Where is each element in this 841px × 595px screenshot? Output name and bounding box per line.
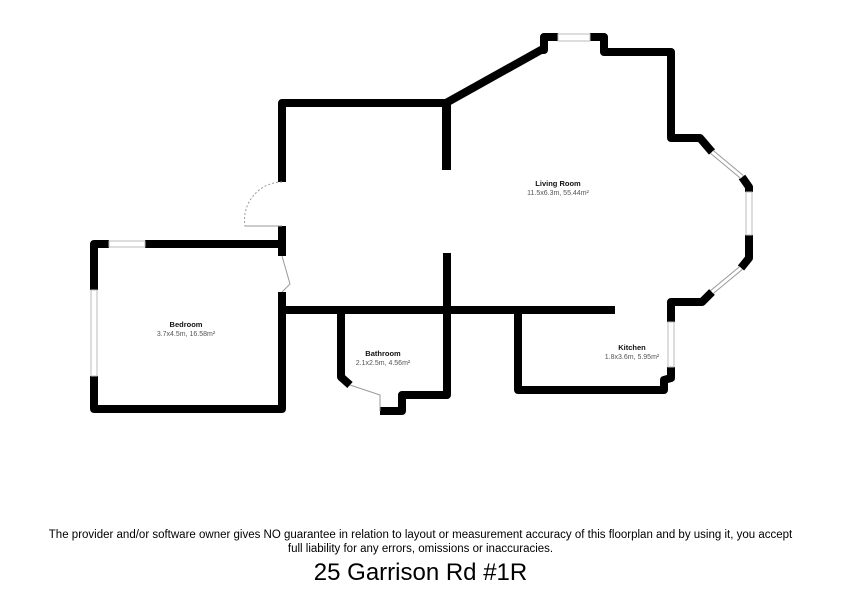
room-dimensions: 2.1x2.5m, 4.56m² bbox=[355, 360, 411, 367]
wall-diagonal-upper bbox=[444, 33, 558, 107]
window-bedroom-top bbox=[108, 240, 146, 248]
room-label-bedroom: Bedroom 3.7x4.5m, 16.58m² bbox=[157, 320, 215, 339]
walls bbox=[90, 33, 753, 415]
disclaimer-line-2: full liability for any errors, omissions… bbox=[287, 543, 554, 555]
room-label-bathroom: Bathroom 2.1x2.5m, 4.56m² bbox=[356, 349, 410, 368]
room-label-living-room: Living Room 11.5x6.3m, 55.44m² bbox=[527, 179, 589, 198]
window-kitchen bbox=[667, 321, 675, 368]
wall-bedroom-left-bottom bbox=[90, 292, 286, 413]
wall-kitchen-right bbox=[514, 314, 675, 394]
window-bedroom-left bbox=[90, 289, 98, 377]
room-dimensions: 11.5x6.3m, 55.44m² bbox=[527, 190, 589, 197]
door-bathroom bbox=[349, 384, 381, 411]
floorplan-drawing bbox=[90, 33, 753, 415]
doors bbox=[244, 181, 381, 411]
wall-bay-right-b bbox=[737, 235, 753, 271]
room-name: Kitchen bbox=[618, 343, 646, 352]
room-dimensions: 3.7x4.5m, 16.58m² bbox=[156, 331, 216, 338]
wall-bay-top-right bbox=[590, 33, 716, 155]
disclaimer-line-1: The provider and/or software owner gives… bbox=[48, 529, 793, 541]
room-name: Living Room bbox=[535, 179, 581, 188]
room-name: Bedroom bbox=[169, 320, 203, 329]
door-hall-entry bbox=[244, 181, 283, 227]
room-label-kitchen: Kitchen 1.8x3.6m, 5.95m² bbox=[605, 343, 659, 362]
room-dimensions: 1.8x3.6m, 5.95m² bbox=[604, 354, 660, 361]
wall-bathroom-right bbox=[380, 314, 451, 415]
wall-bay-right-a bbox=[738, 174, 753, 192]
room-name: Bathroom bbox=[365, 349, 401, 358]
wall-bedroom-left-top bbox=[90, 240, 109, 290]
windows bbox=[90, 33, 753, 377]
disclaimer: The provider and/or software owner gives… bbox=[0, 528, 841, 556]
window-bay-right bbox=[745, 191, 753, 236]
wall-bathroom bbox=[337, 314, 353, 388]
wall-hall-top bbox=[278, 99, 450, 182]
wall-bay-right-c bbox=[667, 289, 715, 322]
door-bedroom bbox=[281, 255, 291, 293]
window-bay-top bbox=[557, 33, 591, 42]
property-address: 25 Garrison Rd #1R bbox=[313, 559, 528, 586]
